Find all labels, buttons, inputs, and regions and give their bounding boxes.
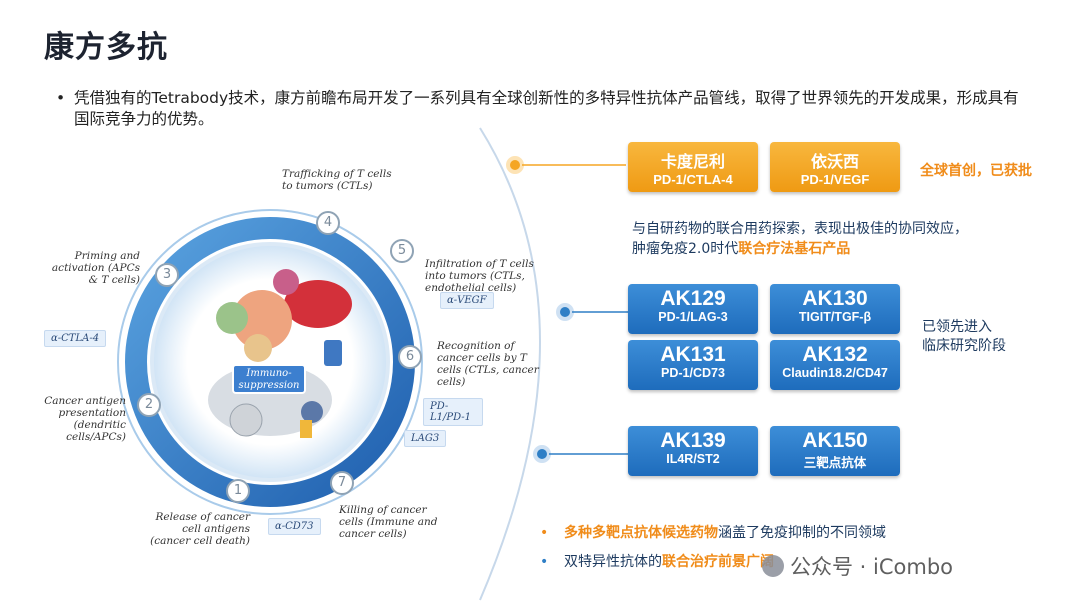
product-card-ak131: AK131 PD-1/CD73 [628,340,758,390]
step-number-4: 4 [316,211,340,235]
product-target: 三靶点抗体 [803,456,867,470]
bullet-dot: • [540,554,549,570]
product-card-ak130: AK130 TIGIT/TGF-β [770,284,900,334]
combo-line-2: 肿瘤免疫2.0时代联合疗法基石产品 [632,239,968,259]
bullet-bispecific: • 双特异性抗体的联合治疗前景广阔 [540,551,774,571]
product-card-ak129: AK129 PD-1/LAG-3 [628,284,758,334]
product-target: TIGIT/TGF-β [798,310,872,324]
product-name: AK150 [802,429,868,452]
step-label-2: Cancer antigen presentation (dendritic c… [44,395,126,443]
step-label-1: Release of cancer cell antigens (cancer … [150,511,250,547]
connector-arc [479,127,541,601]
step-label-4: Trafficking of T cells to tumors (CTLs) [282,168,392,192]
connector-dot-early [533,445,551,463]
tag-lag3: LAG3 [404,430,447,447]
step-number-5: 5 [390,239,414,263]
step-number-2: 2 [137,393,161,417]
dendritic-cell [216,302,248,334]
combo-line-1: 与自研药物的联合用药探索，表现出极佳的协同效应， [632,221,968,237]
product-card-ivonescimab: 依沃西 PD-1/VEGF [770,142,900,192]
bullet-prefix: 双特异性抗体的 [564,554,662,570]
step-number-3: 3 [155,263,179,287]
product-name: AK139 [660,429,726,452]
step-number-1: 1 [226,479,250,503]
product-name: AK131 [660,343,726,366]
immuno-suppression-label: Immuno-suppression [232,364,306,394]
tag-vegf: α-VEGF [440,292,494,309]
cycle-outer-ring [117,209,423,515]
product-target: PD-1/CTLA-4 [653,172,733,187]
product-name: 依沃西 [810,152,859,171]
step-label-6: Recognition of cancer cells by T cells (… [437,340,539,388]
approved-note: 全球首创，已获批 [920,163,1032,179]
page-title: 康方多抗 [44,30,168,65]
bullet-highlight: 联合治疗前景广阔 [662,554,774,570]
watermark-text: 公众号 · iCombo [790,555,954,579]
bullet-dot: • [540,525,549,541]
product-card-ak150: AK150 三靶点抗体 [770,426,900,476]
step-label-3: Priming and activation (APCs & T cells) [51,250,140,286]
tag-pdl1: PD-L1/PD-1 [423,398,483,426]
step-number-6: 6 [398,345,422,369]
clinical-note-line-1: 已领先进入 [922,319,992,335]
intro-paragraph: • 凭借独有的Tetrabody技术，康方前瞻布局开发了一系列具有全球创新性的多… [56,88,1024,130]
bullet-multi-target: • 多种多靶点抗体候选药物涵盖了免疫抑制的不同领域 [540,522,886,542]
connector-dot-clinical [556,303,574,321]
tag-ctla4: α-CTLA-4 [44,330,107,347]
product-target: PD-1/VEGF [800,172,870,187]
product-card-ak132: AK132 Claudin18.2/CD47 [770,340,900,390]
blood-vessel [284,280,352,328]
product-name: AK130 [802,287,868,310]
watermark: 公众号 · iCombo [762,551,953,581]
clinical-note: 已领先进入 临床研究阶段 [922,318,1006,356]
wechat-icon [762,555,784,577]
clinical-note-line-2: 临床研究阶段 [922,338,1006,354]
product-target: IL4R/ST2 [666,452,720,466]
lymph-node [232,290,292,350]
bullet-highlight: 多种多靶点抗体候选药物 [564,525,718,541]
step-number-7: 7 [330,471,354,495]
combo-note: 与自研药物的联合用药探索，表现出极佳的协同效应， 肿瘤免疫2.0时代联合疗法基石… [632,219,968,259]
bullet-text: 涵盖了免疫抑制的不同领域 [718,525,886,541]
combo-line-2-prefix: 肿瘤免疫2.0时代 [632,241,739,257]
product-card-cadonilimab: 卡度尼利 PD-1/CTLA-4 [628,142,758,192]
intro-bullet: • [56,89,66,107]
product-target: PD-1/LAG-3 [658,310,728,324]
product-card-ak139: AK139 IL4R/ST2 [628,426,758,476]
combo-line-2-highlight: 联合疗法基石产品 [738,241,851,257]
product-name: AK129 [660,287,726,310]
product-target: PD-1/CD73 [661,366,725,380]
step-label-7: Killing of cancer cells (Immune and canc… [339,504,438,540]
tag-cd73: α-CD73 [268,518,321,535]
product-name: AK132 [802,343,868,366]
step-label-5: Infiltration of T cells into tumors (CTL… [425,258,534,294]
intro-text: 凭借独有的Tetrabody技术，康方前瞻布局开发了一系列具有全球创新性的多特异… [74,89,1019,128]
product-name: 卡度尼利 [660,152,725,171]
cycle-inner-area [150,242,390,482]
connector-dot-approved [506,156,524,174]
product-target: Claudin18.2/CD47 [782,366,888,380]
